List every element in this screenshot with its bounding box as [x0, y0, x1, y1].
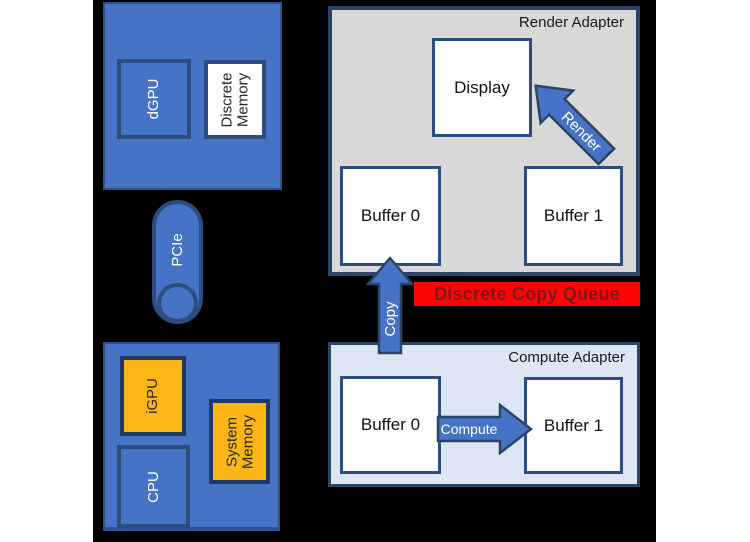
igpu-box: iGPU [120, 356, 186, 436]
render-buffer0-box: Buffer 0 [340, 166, 441, 266]
discrete-memory-label: Discrete Memory [218, 71, 251, 128]
discrete-copy-queue-label: Discrete Copy Queue [434, 283, 620, 304]
system-memory-box: System Memory [209, 399, 270, 484]
pcie-label: PCIe [168, 233, 186, 268]
compute-adapter-title: Compute Adapter [508, 349, 625, 366]
pcie-cylinder-cap [157, 283, 198, 323]
display-box: Display [432, 38, 532, 137]
render-adapter-title: Render Adapter [518, 14, 624, 31]
igpu-label: iGPU [144, 378, 162, 414]
cpu-box: CPU [117, 445, 190, 528]
render-buffer0-label: Buffer 0 [360, 206, 421, 225]
render-buffer1-label: Buffer 1 [543, 206, 604, 225]
dgpu-soc-group: dGPU Discrete Memory [103, 2, 282, 190]
compute-buffer1-label: Buffer 1 [543, 415, 604, 435]
display-label: Display [454, 77, 510, 97]
igpu-soc-group: iGPU CPU System Memory [103, 342, 280, 531]
dgpu-label: dGPU [145, 78, 163, 120]
cpu-label: CPU [144, 470, 162, 503]
discrete-memory-box: Discrete Memory [204, 60, 266, 139]
compute-buffer0-label: Buffer 0 [360, 415, 421, 434]
system-memory-label: System Memory [222, 414, 256, 469]
compute-buffer1-box: Buffer 1 [524, 377, 623, 474]
discrete-copy-queue-banner: Discrete Copy Queue [414, 282, 640, 306]
render-buffer1-box: Buffer 1 [524, 166, 623, 266]
compute-buffer0-box: Buffer 0 [340, 376, 441, 474]
dgpu-box: dGPU [117, 59, 191, 139]
